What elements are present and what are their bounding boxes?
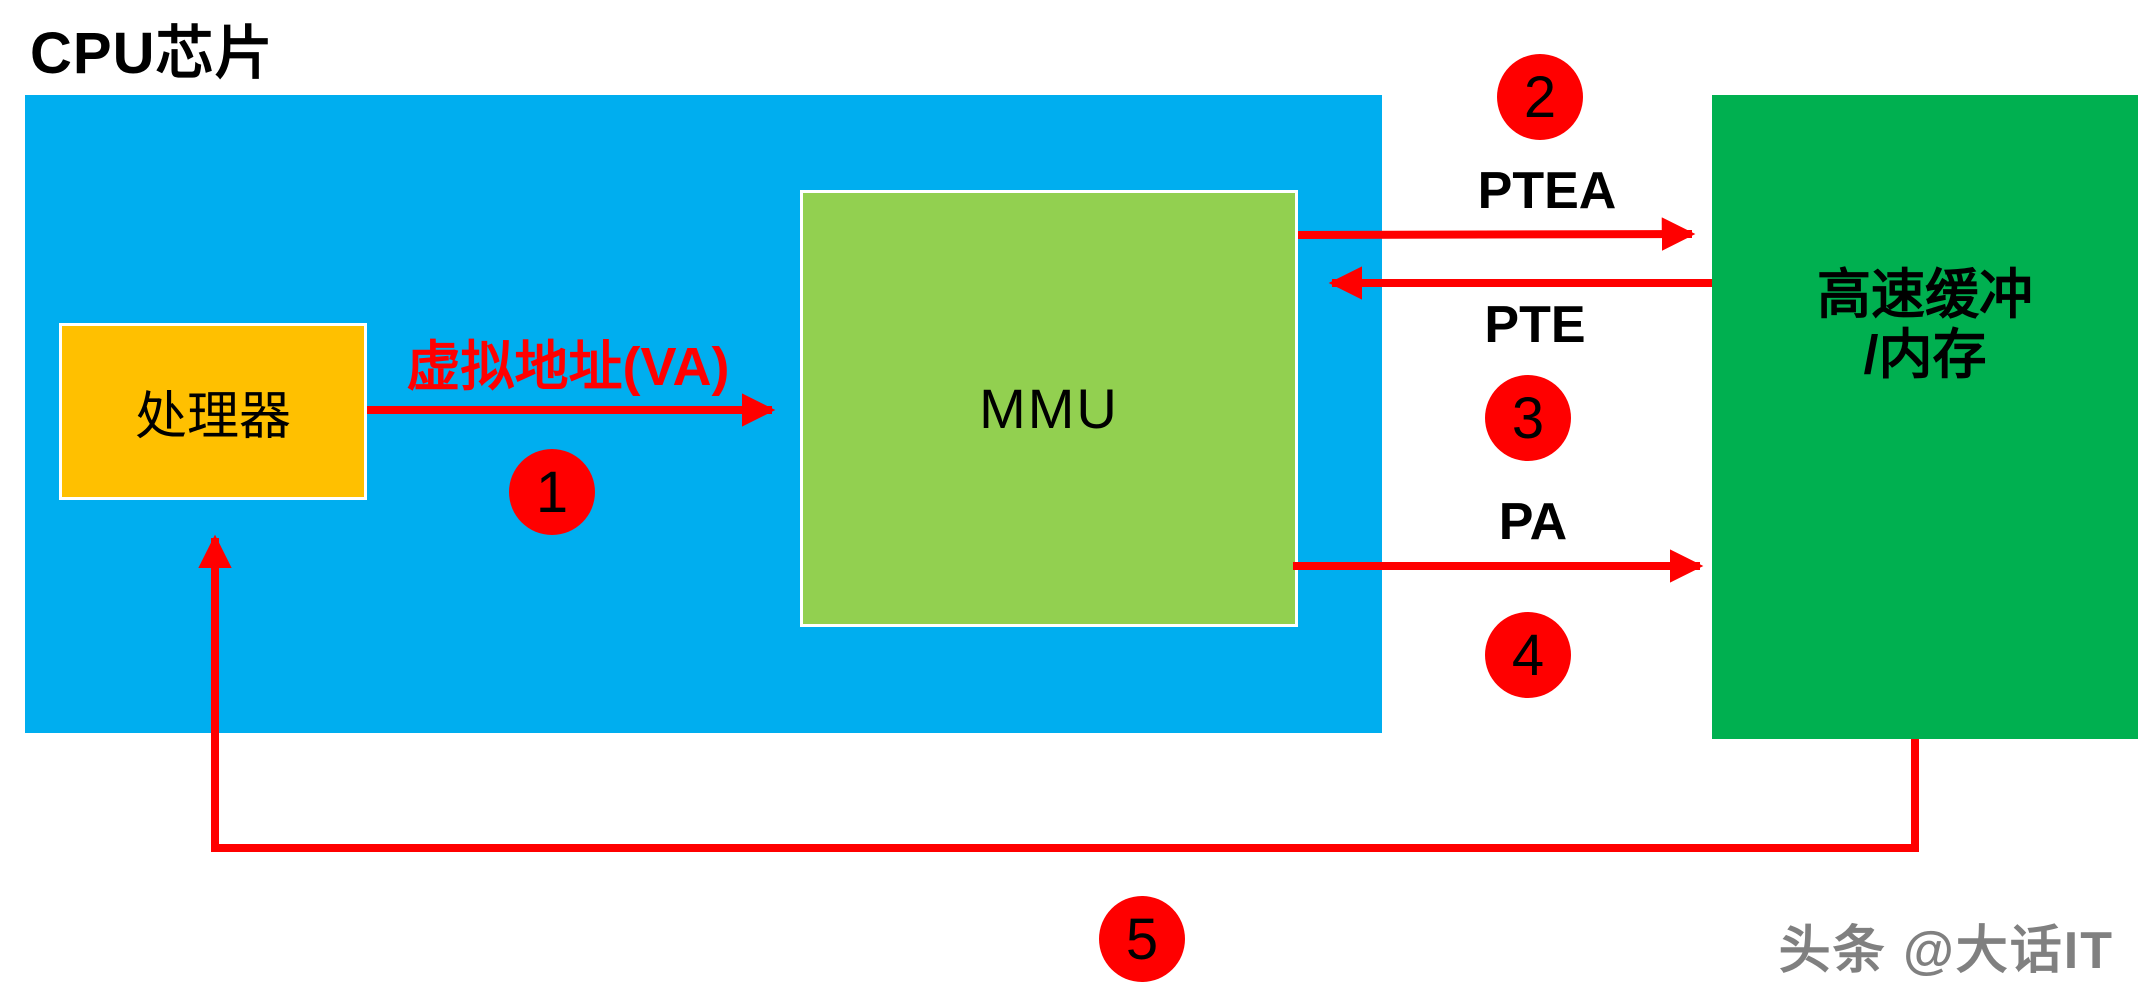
step-1-number: 1	[535, 459, 569, 525]
step-2-number: 2	[1523, 64, 1557, 130]
pa-label: PA	[1498, 493, 1568, 551]
pte-label: PTE	[1484, 296, 1586, 354]
cache-memory-label-line1: 高速缓冲	[1817, 265, 2033, 325]
ptea-label: PTEA	[1477, 162, 1617, 220]
step-circle-1: 1	[509, 449, 595, 535]
cpu-chip-title: CPU芯片	[30, 21, 274, 86]
mmu-label: MMU	[979, 377, 1119, 440]
cache-memory-label-line2: /内存	[1863, 325, 1987, 386]
step-3-number: 3	[1511, 385, 1545, 451]
step-5-number: 5	[1125, 906, 1159, 972]
cache-memory-label: 高速缓冲 /内存	[1712, 265, 2138, 386]
va-label: 虚拟地址(VA)	[406, 337, 730, 397]
watermark: 头条 @大话IT	[1778, 922, 2114, 980]
step-circle-5: 5	[1099, 896, 1185, 982]
mmu-box: MMU	[800, 190, 1298, 627]
processor-label: 处理器	[134, 388, 291, 446]
step-circle-2: 2	[1497, 54, 1583, 140]
cache-memory-box: 高速缓冲 /内存	[1712, 95, 2138, 739]
step-4-number: 4	[1511, 622, 1545, 688]
step-circle-4: 4	[1485, 612, 1571, 698]
step-circle-3: 3	[1485, 375, 1571, 461]
processor-box: 处理器	[59, 323, 367, 500]
